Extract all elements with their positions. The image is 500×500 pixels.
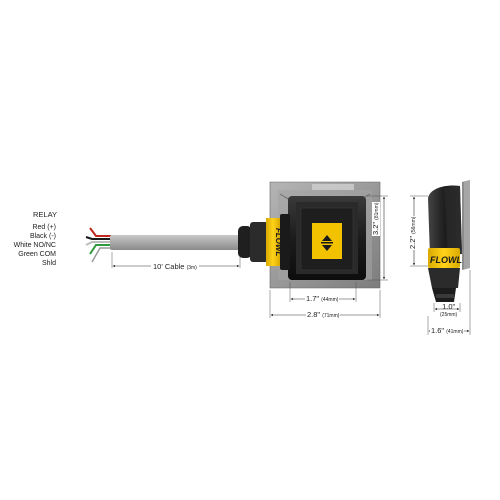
cable <box>110 235 242 250</box>
wire-label-green: Green COM <box>18 251 56 258</box>
side-width-main: 1.6" <box>431 326 445 335</box>
wire-label-black: Black (-) <box>29 233 56 240</box>
side-depth-main: 1.0" <box>442 302 456 311</box>
wire-label-white: White NO/NC <box>13 242 56 249</box>
wire-black <box>85 236 112 240</box>
wire-label-shield: Shld <box>41 260 56 267</box>
front-height-main: 3.2" <box>371 221 380 235</box>
inner-width-main: 1.7" <box>306 294 320 303</box>
side-height-label: 2.2" (56mm) <box>408 215 417 250</box>
front-height-label: 3.2" (81mm) <box>371 201 380 236</box>
side-width-metric: (41mm) <box>446 329 464 335</box>
outer-width-metric: (71mm) <box>322 313 340 319</box>
wire-red <box>89 227 112 237</box>
inner-width-metric: (44mm) <box>321 297 339 303</box>
side-height-metric: (56mm) <box>411 216 417 234</box>
wire-shield <box>91 247 112 263</box>
wire-white <box>85 241 112 246</box>
front-height-metric: (81mm) <box>374 202 380 220</box>
cable-gland-front <box>238 214 290 270</box>
relay-title: RELAY <box>33 210 58 219</box>
wire-label-red: Red (+) <box>32 224 56 231</box>
side-height-main: 2.2" <box>408 235 417 249</box>
outer-width-label: 2.8" (71mm) <box>306 310 341 319</box>
brand-logo-front: FLOWL <box>274 228 283 257</box>
inner-width-label: 1.7" (44mm) <box>305 294 340 303</box>
side-depth-metric: (25mm) <box>440 311 458 318</box>
wire-green <box>89 244 112 255</box>
sensor-side-view <box>428 180 470 302</box>
side-width-label: 1.6" (41mm) <box>430 326 465 335</box>
side-depth-label: 1.0" (25mm) <box>440 303 457 318</box>
brand-logo-side: FLOWL <box>430 255 462 265</box>
wire-leads <box>85 227 112 263</box>
outer-width-main: 2.8" <box>307 310 321 319</box>
sensor-body-front <box>288 196 366 280</box>
cable-length-metric: (3m) <box>186 265 197 271</box>
arrow-up-icon <box>322 235 332 241</box>
cable-length-main: 10' Cable <box>153 262 185 271</box>
arrow-down-icon <box>322 245 332 251</box>
cable-length-label: 10' Cable (3m) <box>151 263 199 271</box>
